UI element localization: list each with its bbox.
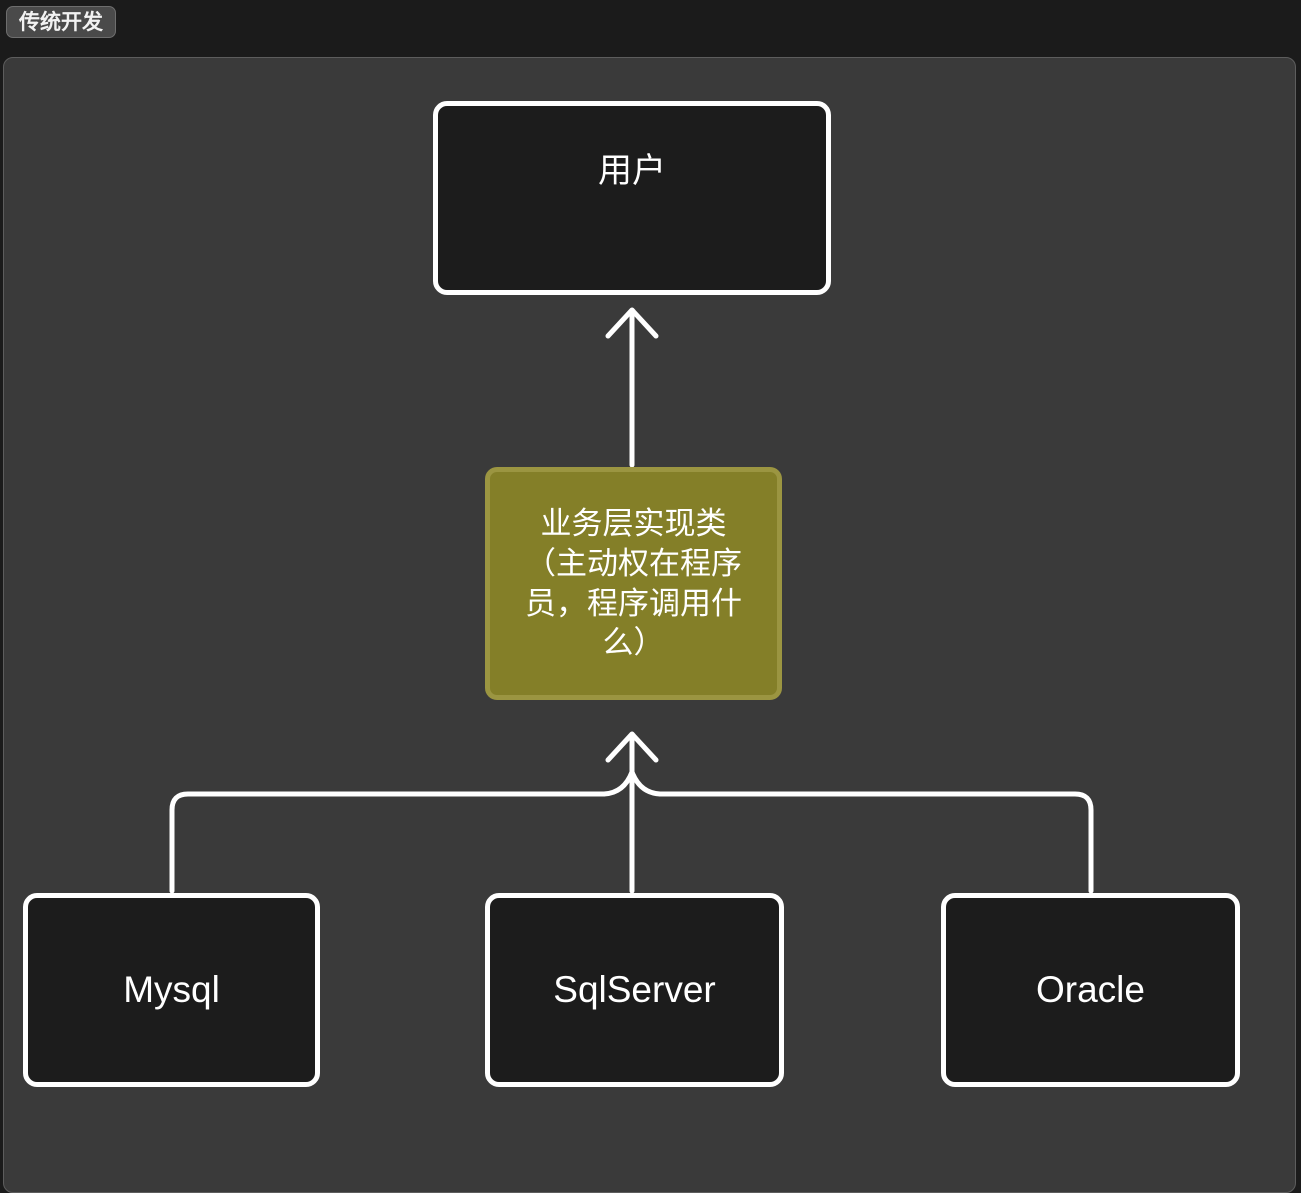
node-user-label: 用户 bbox=[598, 152, 666, 191]
edge-sqlserver-service bbox=[601, 731, 663, 894]
node-sqlserver[interactable]: SqlServer bbox=[485, 893, 784, 1087]
node-business-layer-impl[interactable]: 业务层实现类 （主动权在程序 员，程序调用什 么） bbox=[485, 467, 782, 700]
node-oracle-label: Oracle bbox=[1036, 969, 1145, 1011]
node-mysql-label: Mysql bbox=[123, 969, 220, 1011]
tab-traditional-development[interactable]: 传统开发 bbox=[6, 6, 116, 38]
node-business-layer-impl-label: 业务层实现类 （主动权在程序 员，程序调用什 么） bbox=[525, 506, 742, 661]
edge-service-user bbox=[605, 307, 659, 468]
node-user[interactable]: 用户 bbox=[433, 101, 831, 295]
node-sqlserver-label: SqlServer bbox=[553, 969, 716, 1011]
node-mysql[interactable]: Mysql bbox=[23, 893, 320, 1087]
diagram-canvas[interactable]: 用户 业务层实现类 （主动权在程序 员，程序调用什 么） Mysql SqlSe… bbox=[3, 57, 1296, 1193]
edge-oracle-service bbox=[657, 791, 1094, 894]
tab-strip: 传统开发 bbox=[0, 0, 1301, 50]
node-oracle[interactable]: Oracle bbox=[941, 893, 1240, 1087]
edge-mysql-service bbox=[169, 791, 607, 894]
